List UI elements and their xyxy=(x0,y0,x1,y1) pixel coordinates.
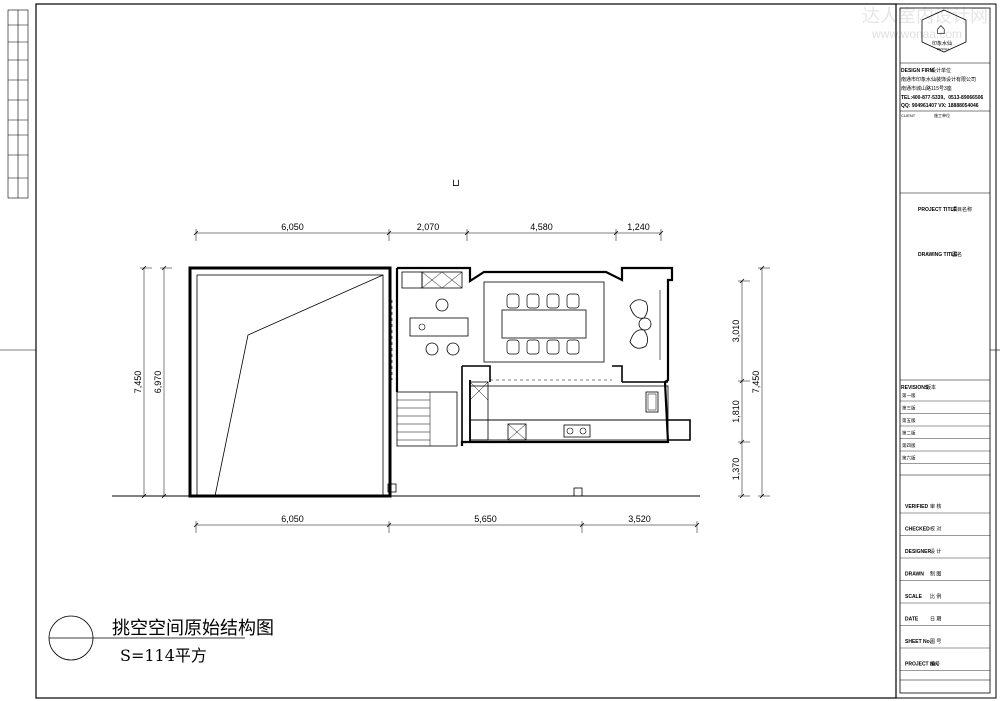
dim-right-label: 1,370 xyxy=(731,458,741,481)
firm-label-cn: 设计单位 xyxy=(931,67,951,74)
watermark-text: 达人室内设计网 xyxy=(862,6,988,26)
firm-tel: TEL:400-877-5339、0513-89066506 xyxy=(901,95,983,101)
dim-right-label: 3,010 xyxy=(731,320,741,343)
dim-right-label: 1,810 xyxy=(731,400,741,423)
dim-right-total-label: 7,450 xyxy=(751,371,761,394)
revision-item: 第六版 xyxy=(902,455,916,462)
signoff-label: DESIGNER xyxy=(905,549,932,555)
firm-name: 南通市印象水仙装饰设计有限公司 xyxy=(901,76,976,83)
revision-item: 第五版 xyxy=(902,417,916,424)
revision-item: 第一版 xyxy=(902,392,916,399)
dim-bottom-label: 3,520 xyxy=(628,514,651,524)
firm-address: 南通市城山路115号3座 xyxy=(901,85,952,92)
signoff-label: SCALE xyxy=(905,594,923,600)
signoff-label-cn: 比 例 xyxy=(930,593,941,600)
signoff-label-cn: 设 计 xyxy=(930,548,941,555)
signoff-label: DRAWN xyxy=(905,572,924,578)
signoff-label-cn: 编号 xyxy=(930,661,940,668)
signoff-label-cn: 图 号 xyxy=(930,639,941,645)
signoff-label-cn: 日 期 xyxy=(930,617,941,623)
dim-top-label: 6,050 xyxy=(281,222,304,232)
signoff-label-cn: 制 图 xyxy=(930,571,941,578)
drawing-title: 挑空空间原始结构图 xyxy=(112,618,274,639)
client-label-cn: 施工单位 xyxy=(934,112,950,118)
drawing-frame xyxy=(0,3,1000,699)
dim-top-label: 4,580 xyxy=(530,222,553,232)
client-label-en: CLIENT xyxy=(901,113,916,118)
north-marker-icon: ⊔ xyxy=(452,178,460,189)
floor-plan: ⊔ xyxy=(112,178,700,498)
dim-bottom-label: 6,050 xyxy=(281,514,304,524)
dim-top-label: 2,070 xyxy=(417,222,440,232)
drawing-title-label: DRAWING TITLE xyxy=(918,252,958,258)
signoff-label: PROJECT No. xyxy=(905,662,939,668)
revision-item: 第二版 xyxy=(902,430,916,437)
dimension-lines: 6,050 2,070 4,580 1,240 6,050 5,650 3,520 7,450… xyxy=(133,222,770,533)
dim-bottom-label: 5,650 xyxy=(474,514,497,524)
firm-qq: QQ: 904961407 VX: 18888054046 xyxy=(901,103,979,109)
signoff-label: DATE xyxy=(905,617,919,623)
signoff-label: SHEET No. xyxy=(905,639,932,645)
project-title-label: PROJECT TITLE xyxy=(918,207,958,213)
logo-sub: DESIGN xyxy=(937,47,949,51)
binding-strip xyxy=(7,9,29,199)
logo-glyph-icon: ⌂ xyxy=(936,21,946,38)
signoff-label: VERIFIED xyxy=(905,504,928,510)
title-block-project: PROJECT TITLE 项目名称 DRAWING TITLE 图名 xyxy=(918,206,972,258)
firm-label-en: DESIGN FIRM xyxy=(901,68,934,74)
revision-item: 第四版 xyxy=(902,442,916,449)
revisions-label: REVISIONS xyxy=(901,385,929,391)
title-block-lines xyxy=(900,62,990,681)
revisions-cn: 版本 xyxy=(926,384,936,391)
firm-logo: ⌂ 印象水仙 DESIGN xyxy=(921,9,967,53)
signoff-label-cn: 审 核 xyxy=(930,503,941,510)
revision-item: 第三版 xyxy=(902,405,916,412)
drawing-title-block: 挑空空间原始结构图 S=114平方 xyxy=(48,615,274,665)
title-block-firm: DESIGN FIRM 设计单位 南通市印象水仙装饰设计有限公司 南通市城山路1… xyxy=(901,67,983,118)
drawing-title-cn: 图名 xyxy=(952,251,962,258)
drawing-area: S=114平方 xyxy=(120,646,207,665)
watermark-url: www.wonaa.com xyxy=(871,27,962,41)
logo-name: 印象水仙 xyxy=(932,40,952,47)
dim-left-label: 7,450 xyxy=(133,371,143,394)
dim-left-label: 6,970 xyxy=(153,371,163,394)
project-title-cn: 项目名称 xyxy=(952,206,972,213)
dim-top-label: 1,240 xyxy=(627,222,650,232)
signoff-label-cn: 校 对 xyxy=(930,526,941,533)
signoff-label: CHECKED xyxy=(905,527,930,533)
